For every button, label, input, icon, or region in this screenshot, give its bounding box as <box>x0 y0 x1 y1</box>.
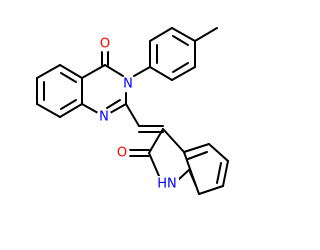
quinazolinone-benzo-ring <box>36 64 83 118</box>
bond <box>125 103 140 127</box>
chemical-structure: O N N O HN <box>36 27 229 195</box>
bond <box>109 103 127 114</box>
bond <box>104 64 124 77</box>
atom-labels: O N N O HN <box>96 36 179 192</box>
bond <box>183 143 210 153</box>
bond <box>194 27 218 42</box>
bond <box>148 152 160 177</box>
bond <box>208 143 229 162</box>
bond <box>149 27 173 42</box>
structure-canvas: O N N O HN <box>36 27 229 195</box>
oxindole-oxygen-label: O <box>117 146 127 161</box>
bond <box>183 151 191 170</box>
bond <box>187 151 208 160</box>
pyrimidinone-ring <box>81 49 127 114</box>
bond <box>148 128 164 154</box>
bond <box>162 128 185 153</box>
bond <box>60 99 77 110</box>
vinyl-linker <box>125 103 164 133</box>
oxindole-benzo-ring <box>183 143 229 195</box>
bond <box>198 185 224 195</box>
bond <box>81 103 99 114</box>
quinazolinone-oxygen-label: O <box>100 37 110 52</box>
oxindole-five-ring <box>127 128 191 181</box>
bond <box>172 62 189 73</box>
oxindole-nh-label: HN <box>157 177 177 192</box>
bond <box>222 160 229 187</box>
bond <box>171 66 196 81</box>
bond <box>36 64 61 79</box>
bond <box>133 66 151 77</box>
quinazolinone-n1-label: N <box>99 110 109 125</box>
bond <box>216 162 222 184</box>
bond <box>60 72 77 83</box>
bond <box>81 64 106 79</box>
quinazolinone-n3-label: N <box>123 77 133 92</box>
bond <box>106 99 121 109</box>
bond <box>149 66 173 81</box>
bond <box>36 103 61 118</box>
bond <box>189 171 197 187</box>
bond <box>59 103 83 118</box>
bond <box>172 35 189 46</box>
tolyl-ring <box>133 27 218 81</box>
bond <box>59 64 83 79</box>
bond <box>171 27 196 42</box>
bond <box>177 168 191 181</box>
